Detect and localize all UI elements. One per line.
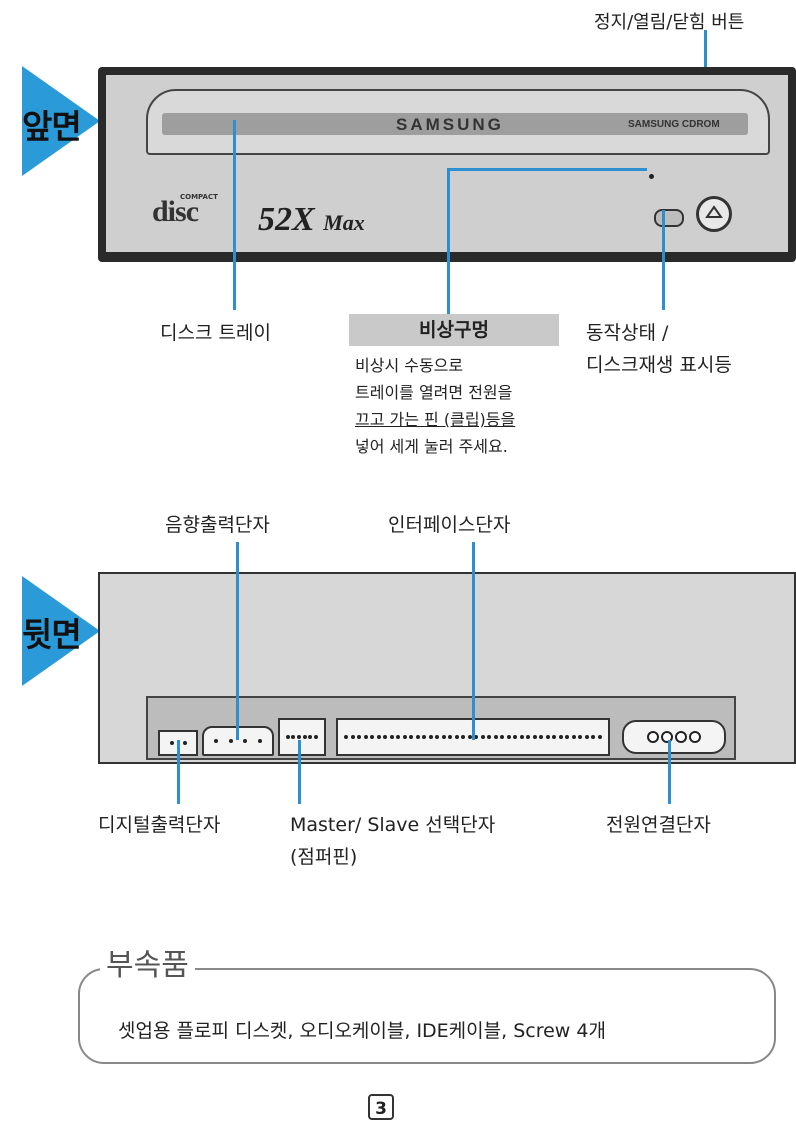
emergency-leader-line-h xyxy=(447,168,647,171)
compact-disc-label: COMPACT xyxy=(180,193,218,201)
brand-logo: SAMSUNG xyxy=(396,115,504,134)
master-slave-label-line1: Master/ Slave 선택단자 xyxy=(290,814,496,836)
master-slave-label-line2: (점퍼핀) xyxy=(290,846,358,868)
jumper-pins xyxy=(278,718,326,756)
tray-leader-line xyxy=(233,120,236,310)
interface-leader-line xyxy=(472,542,475,740)
back-section-title: 뒷면 xyxy=(22,615,82,654)
emergency-note-line: 끄고 가는 핀 (클립)등을 xyxy=(355,410,516,429)
power-leader-line xyxy=(668,740,671,804)
model-text: SAMSUNG CDROM xyxy=(628,119,720,130)
status-leader-line xyxy=(662,210,665,310)
emergency-note-line: 넣어 세게 눌러 주세요. xyxy=(355,437,508,456)
status-label-line1: 동작상태 / xyxy=(586,322,669,344)
emergency-hole-label: 비상구멍 xyxy=(349,314,559,346)
eject-button-label: 정지/열림/닫힘 버튼 xyxy=(594,12,745,33)
status-label-line2: 디스크재생 표시등 xyxy=(586,354,732,376)
disc-logo: disc xyxy=(152,195,199,228)
speed-rating: 52X Max xyxy=(258,201,365,239)
front-section-arrow xyxy=(22,66,100,176)
connector-panel xyxy=(146,696,736,760)
emergency-leader-line-v xyxy=(447,168,450,314)
emergency-note: 비상시 수동으로 트레이를 열려면 전원을 끄고 가는 핀 (클립)등을 넣어 … xyxy=(355,352,515,460)
front-section-title: 앞면 xyxy=(22,107,82,146)
page-number: 3 xyxy=(368,1094,394,1120)
speed-suffix: Max xyxy=(323,210,365,235)
eject-button xyxy=(696,196,732,232)
tray-slot xyxy=(162,113,748,135)
emergency-eject-hole xyxy=(649,174,654,179)
disc-tray: SAMSUNG SAMSUNG CDROM xyxy=(146,89,770,155)
status-led xyxy=(654,209,684,227)
power-connector-label: 전원연결단자 xyxy=(606,814,711,836)
digital-out-leader-line xyxy=(177,740,180,804)
audio-out-connector xyxy=(202,726,274,756)
digital-out-label: 디지털출력단자 xyxy=(98,814,221,836)
accessories-title: 부속품 xyxy=(100,940,195,984)
drive-back-view xyxy=(98,572,796,764)
back-section-arrow xyxy=(22,576,100,686)
jumper-leader-line xyxy=(298,740,301,804)
accessories-box xyxy=(78,968,776,1064)
eject-icon xyxy=(705,205,723,218)
disc-tray-label: 디스크 트레이 xyxy=(160,322,271,344)
audio-out-leader-line xyxy=(236,542,239,740)
accessories-list: 셋업용 플로피 디스켓, 오디오케이블, IDE케이블, Screw 4개 xyxy=(118,1020,606,1042)
interface-label: 인터페이스단자 xyxy=(388,514,511,536)
emergency-note-line: 트레이를 열려면 전원을 xyxy=(355,383,513,402)
emergency-note-line: 비상시 수동으로 xyxy=(355,356,464,375)
power-connector xyxy=(622,720,726,754)
audio-out-label: 음향출력단자 xyxy=(165,514,270,536)
speed-value: 52X xyxy=(258,201,315,238)
